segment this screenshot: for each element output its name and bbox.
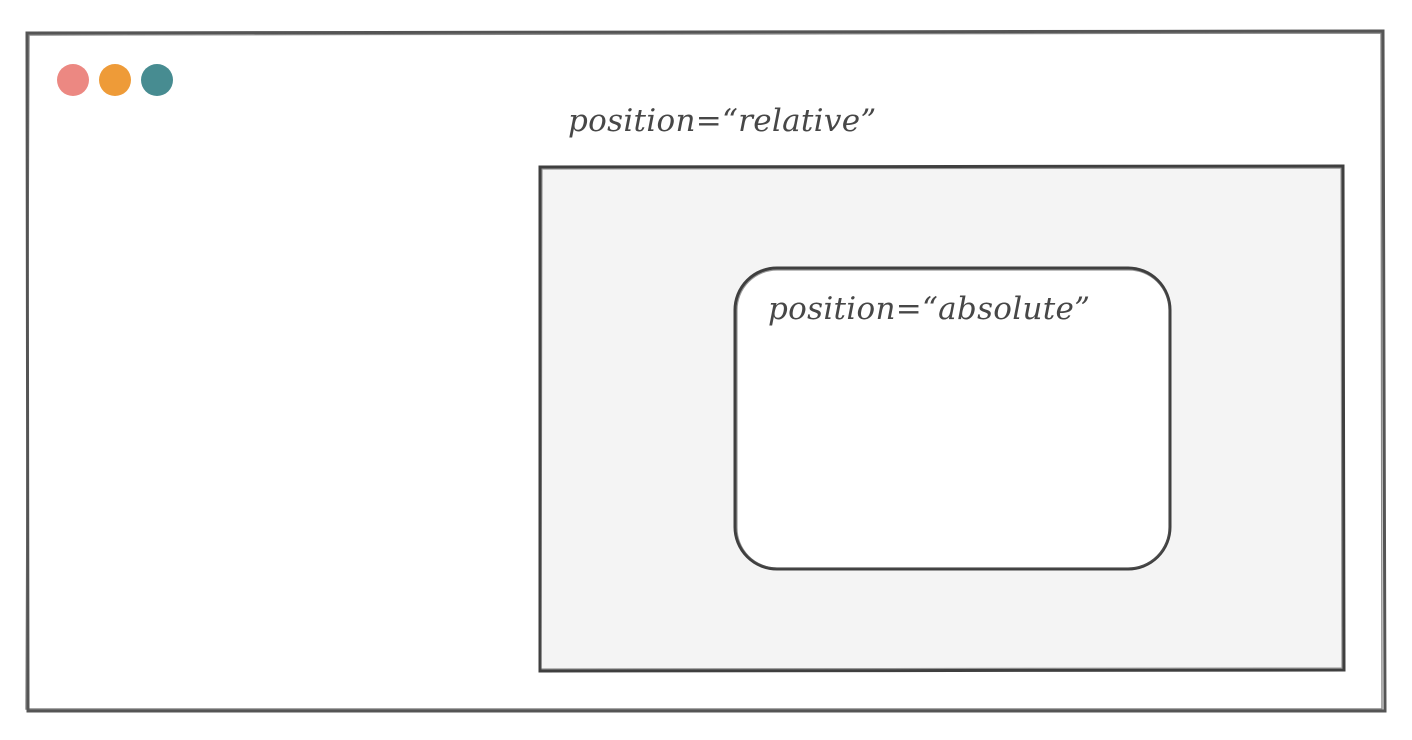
close-dot-icon[interactable] bbox=[57, 64, 89, 96]
browser-window-frame bbox=[25, 29, 1387, 713]
absolute-label: position=“absolute” bbox=[768, 291, 1091, 327]
window-controls bbox=[57, 64, 173, 96]
relative-label: position=“relative” bbox=[568, 103, 877, 139]
absolute-box bbox=[733, 266, 1172, 571]
minimize-dot-icon[interactable] bbox=[99, 64, 131, 96]
maximize-dot-icon[interactable] bbox=[141, 64, 173, 96]
